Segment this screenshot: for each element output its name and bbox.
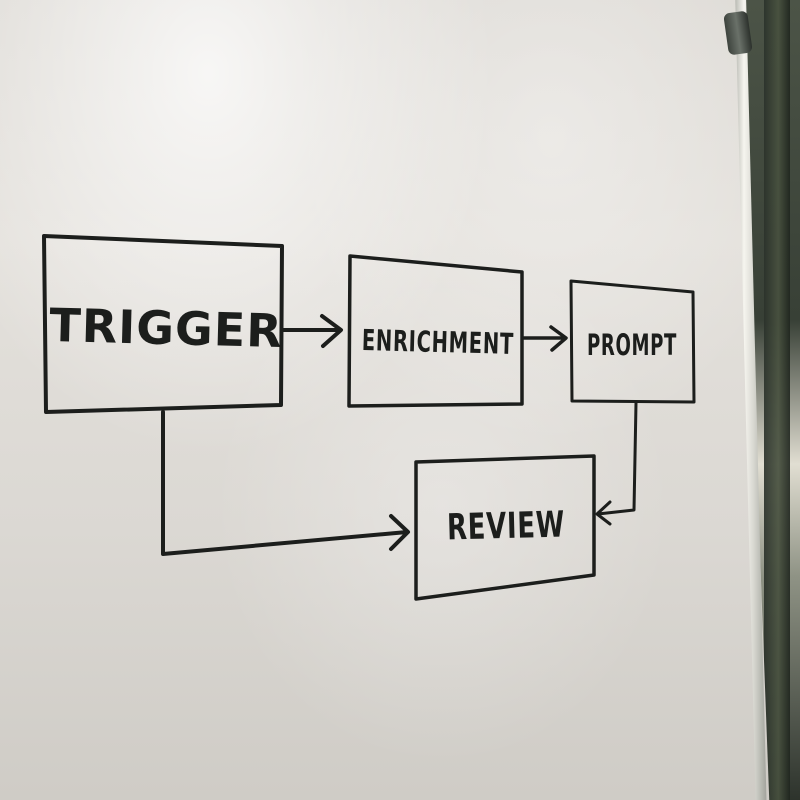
whiteboard-surface: [0, 0, 770, 800]
arrow-trigger-to-review: [161, 410, 410, 556]
prompt-label: PROMPT: [587, 328, 677, 362]
enrichment-box: [347, 254, 524, 408]
arrow-prompt-to-review: [595, 401, 638, 526]
prompt-box: [569, 279, 696, 404]
review-box: [414, 454, 596, 601]
enrichment-label: ENRICHMENT: [361, 323, 514, 361]
review-label: REVIEW: [447, 504, 566, 548]
background-window-frame: [764, 0, 790, 800]
trigger-box: [42, 234, 284, 414]
arrow-enrichment-to-prompt: [522, 325, 568, 352]
arrow-trigger-to-enrichment: [281, 314, 343, 348]
trigger-label: TRIGGER: [49, 298, 284, 358]
